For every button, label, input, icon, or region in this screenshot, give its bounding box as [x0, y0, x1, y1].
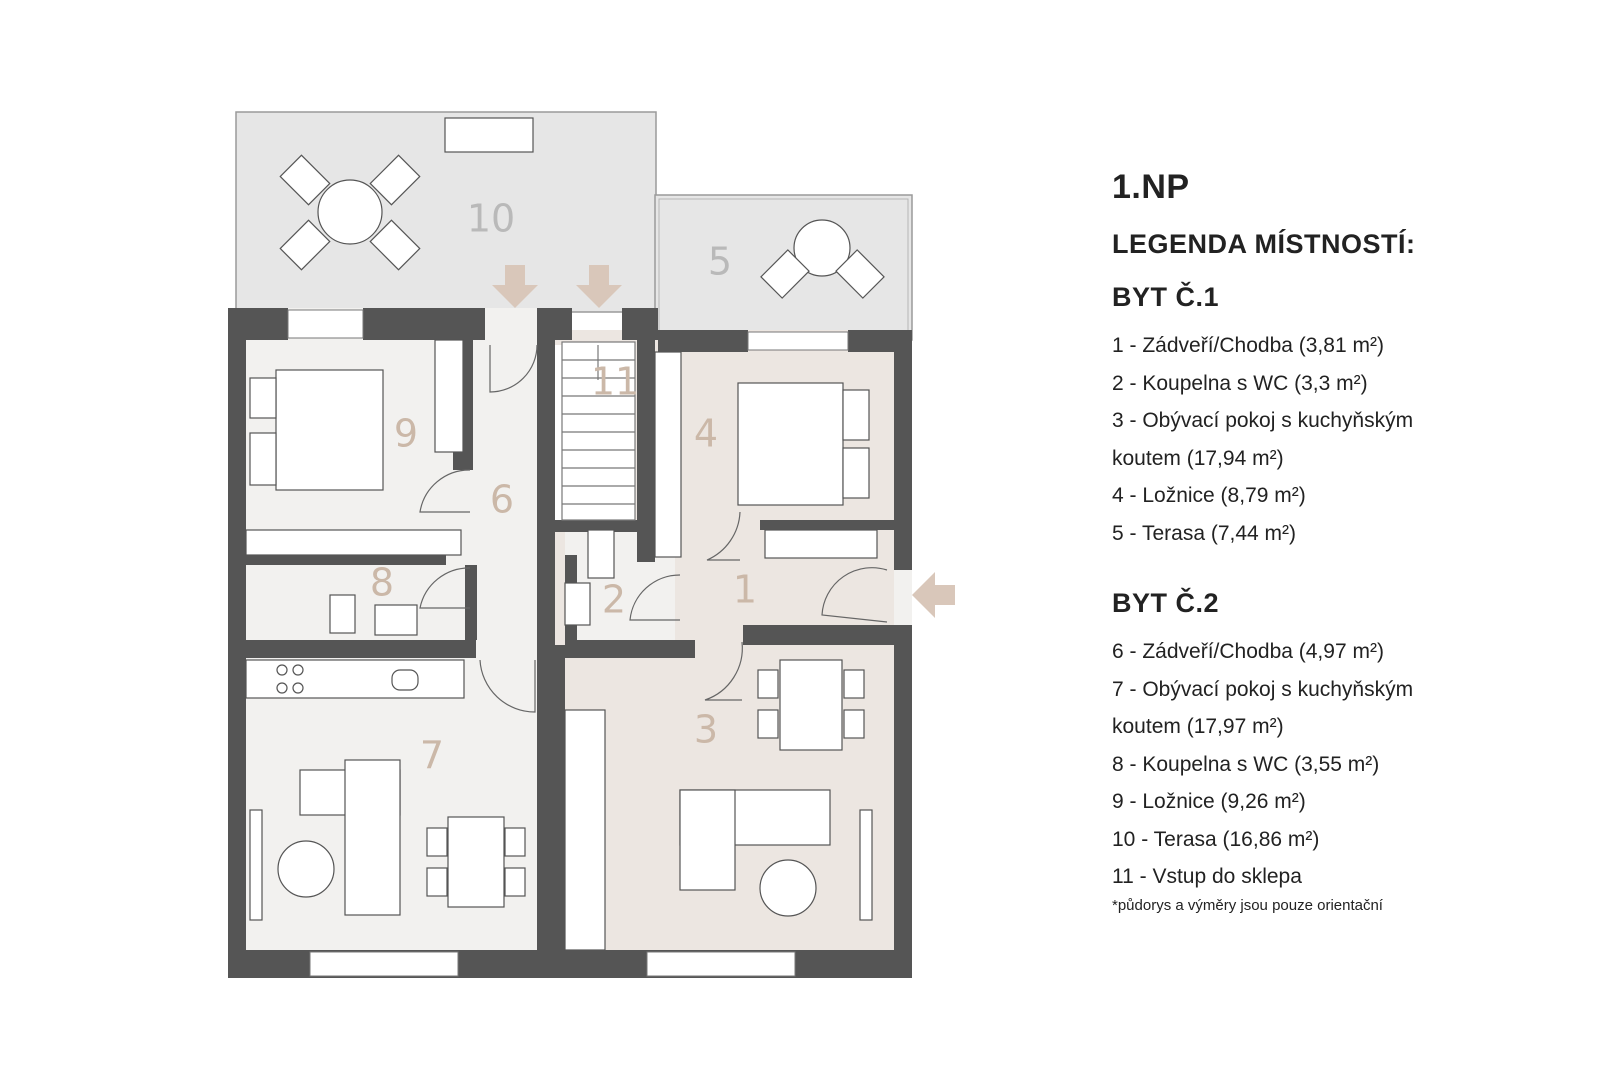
- doors: [419, 344, 888, 713]
- arrow-down-icon: [576, 265, 622, 308]
- arrow-down-icon: [492, 265, 538, 308]
- list-item: 11 - Vstup do sklepa: [1112, 865, 1302, 888]
- arrow-left-icon: [912, 572, 955, 618]
- windows: [287, 308, 912, 977]
- legend-title: LEGENDA MÍSTNOSTÍ:: [1112, 229, 1416, 259]
- room-number-4: 4: [694, 412, 718, 456]
- apartment-2-room-list: 6 - Zádveří/Chodba (4,97 m²) 7 - Obývací…: [1112, 633, 1592, 896]
- apartment-2-title: BYT Č.2: [1112, 588, 1220, 618]
- list-item: 8 - Koupelna s WC (3,55 m²): [1112, 752, 1380, 776]
- list-item: koutem (17,94 m²): [1112, 446, 1284, 470]
- list-item: 4 - Ložnice (8,79 m²): [1112, 484, 1306, 507]
- list-item: 10 - Terasa (16,86 m²): [1112, 827, 1320, 851]
- furniture: [245, 117, 885, 951]
- room-number-6: 6: [490, 478, 514, 522]
- list-item: 1 - Zádveří/Chodba (3,81 m²): [1112, 334, 1384, 357]
- list-item: 5 - Terasa (7,44 m²): [1112, 521, 1297, 545]
- list-item: 7 - Obývací pokoj s kuchyňským: [1112, 677, 1414, 701]
- list-item: 3 - Obývací pokoj s kuchyňským: [1112, 409, 1414, 432]
- room-number-3: 3: [694, 708, 718, 752]
- list-item: 2 - Koupelna s WC (3,3 m²): [1112, 371, 1368, 395]
- room-numbers: 1 2 3 4 5 6 7 8 9 10 11: [370, 197, 757, 778]
- room-number-2: 2: [602, 578, 626, 622]
- legend-panel: 1.NP LEGENDA MÍSTNOSTÍ: BYT Č.1 1 - Zádv…: [1112, 168, 1592, 916]
- room-number-8: 8: [370, 561, 394, 605]
- disclaimer-note: *půdorys a výměry jsou pouze orientační: [1112, 896, 1383, 914]
- floor-title: 1.NP: [1112, 168, 1190, 206]
- entrance-arrows: [492, 265, 955, 618]
- room-number-10: 10: [467, 197, 515, 241]
- room-number-7: 7: [420, 734, 444, 778]
- staircase: [561, 341, 636, 521]
- room-number-1: 1: [733, 568, 757, 612]
- list-item: 9 - Ložnice (9,26 m²): [1112, 790, 1306, 813]
- apartment-1-room-list: 1 - Zádveří/Chodba (3,81 m²) 2 - Koupeln…: [1112, 327, 1592, 552]
- apartment-1-title: BYT Č.1: [1112, 282, 1220, 312]
- room-number-5: 5: [708, 240, 732, 284]
- room-number-9: 9: [394, 412, 418, 456]
- room-number-11: 11: [591, 360, 639, 404]
- list-item: koutem (17,97 m²): [1112, 715, 1284, 738]
- list-item: 6 - Zádveří/Chodba (4,97 m²): [1112, 640, 1384, 663]
